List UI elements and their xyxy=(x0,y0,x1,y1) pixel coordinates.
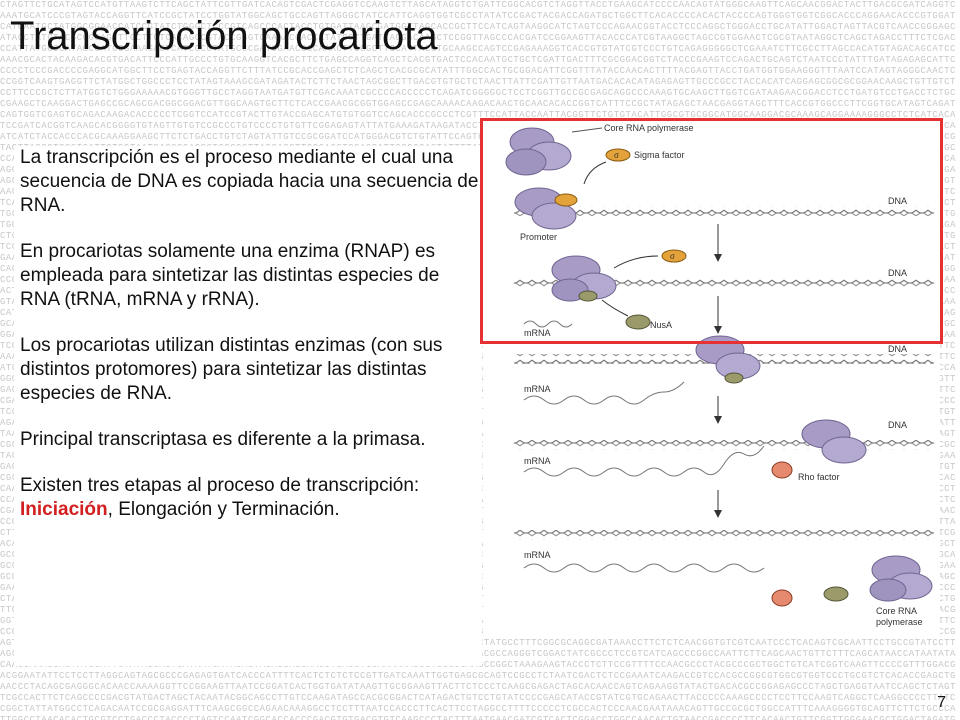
rho-factor-icon xyxy=(771,461,793,479)
dna-strand-4 xyxy=(514,440,934,450)
step-arrowhead-3 xyxy=(714,416,722,424)
paragraph-2: En procariotas solamente una enzima (RNA… xyxy=(20,240,482,312)
paragraph-2-text: En procariotas solamente una enzima (RNA… xyxy=(20,241,440,310)
dna-label-1: DNA xyxy=(888,196,907,206)
page-number: 7 xyxy=(937,694,946,711)
sigma-release-arrow xyxy=(613,255,659,269)
mrna-label-1: mRNA xyxy=(524,328,551,338)
paragraph-3-text: Los procariotas utilizan distintas enzim… xyxy=(20,335,443,404)
step-arrowhead-2 xyxy=(714,326,722,334)
released-core-polymerase xyxy=(869,555,933,602)
step-arrowhead-1 xyxy=(714,254,722,262)
mrna-strand-3 xyxy=(523,445,765,477)
paragraph-1: La transcripción es el proceso mediante … xyxy=(20,146,482,218)
initiation-highlight: Iniciación xyxy=(20,499,108,520)
promoter-label: Promoter xyxy=(520,232,557,242)
mrna-strand-4 xyxy=(523,563,765,573)
sigma-binding-arrow xyxy=(583,161,607,185)
slide-title: Transcripción procariota xyxy=(10,14,438,58)
initiation-highlight-box xyxy=(480,118,943,344)
core-polymerase-label-bottom-1: Core RNA xyxy=(876,606,917,616)
stages-intro-text: Existen tres etapas al proceso de transc… xyxy=(20,475,420,496)
mrna-label-3: mRNA xyxy=(524,456,551,466)
rho-factor-label: Rho factor xyxy=(798,472,840,482)
released-rho-icon xyxy=(771,589,793,607)
paragraph-5: Existen tres etapas al proceso de transc… xyxy=(20,474,482,522)
mrna-strand-2 xyxy=(523,381,685,405)
core-polymerase-label-bottom-2: polymerase xyxy=(876,617,923,627)
nusa-label: NusA xyxy=(650,320,672,330)
dna-label-3: DNA xyxy=(888,344,907,354)
nusa-icon xyxy=(625,314,651,330)
transcription-diagram: Core RNA polymerase σ Sigma factor Promo… xyxy=(505,123,934,627)
dna-strand-2 xyxy=(514,278,934,288)
dna-strand-1 xyxy=(514,206,934,216)
mrna-label-2: mRNA xyxy=(524,384,551,394)
dna-label-4: DNA xyxy=(888,420,907,430)
holoenzyme-on-promoter xyxy=(514,187,578,230)
step-arrowhead-4 xyxy=(714,510,722,518)
stages-rest-text: , Elongación y Terminación. xyxy=(107,499,340,520)
polymerase-elongation-1 xyxy=(551,255,617,302)
paragraph-5-text: Existen tres etapas al proceso de transc… xyxy=(20,474,482,522)
mrna-label-4: mRNA xyxy=(524,550,551,560)
core-rna-polymerase-label: Core RNA polymerase xyxy=(604,123,694,133)
paragraph-4: Principal transcriptasa es diferente a l… xyxy=(20,428,482,452)
released-sigma xyxy=(661,249,687,263)
released-nusa-icon xyxy=(823,586,849,602)
nusa-binding-arrow xyxy=(601,299,629,317)
sigma-factor-icon: σ xyxy=(605,148,631,162)
core-label-line xyxy=(571,127,603,133)
text-panel: La transcripción es el proceso mediante … xyxy=(14,146,482,666)
paragraph-4-text: Principal transcriptasa es diferente a l… xyxy=(20,429,426,450)
paragraph-3: Los procariotas utilizan distintas enzim… xyxy=(20,334,482,406)
transcription-figure: Core RNA polymerase σ Sigma factor Promo… xyxy=(484,118,940,638)
paragraph-1-text: La transcripción es el proceso mediante … xyxy=(20,147,479,216)
sigma-symbol-1: σ xyxy=(614,151,619,160)
core-polymerase-top xyxy=(505,127,572,176)
sigma-symbol-2: σ xyxy=(670,252,675,261)
dna-strand-5 xyxy=(514,530,934,540)
mrna-strand-1 xyxy=(523,320,573,328)
dna-label-2: DNA xyxy=(888,268,907,278)
sigma-factor-label: Sigma factor xyxy=(634,150,685,160)
polymerase-termination xyxy=(801,419,867,464)
